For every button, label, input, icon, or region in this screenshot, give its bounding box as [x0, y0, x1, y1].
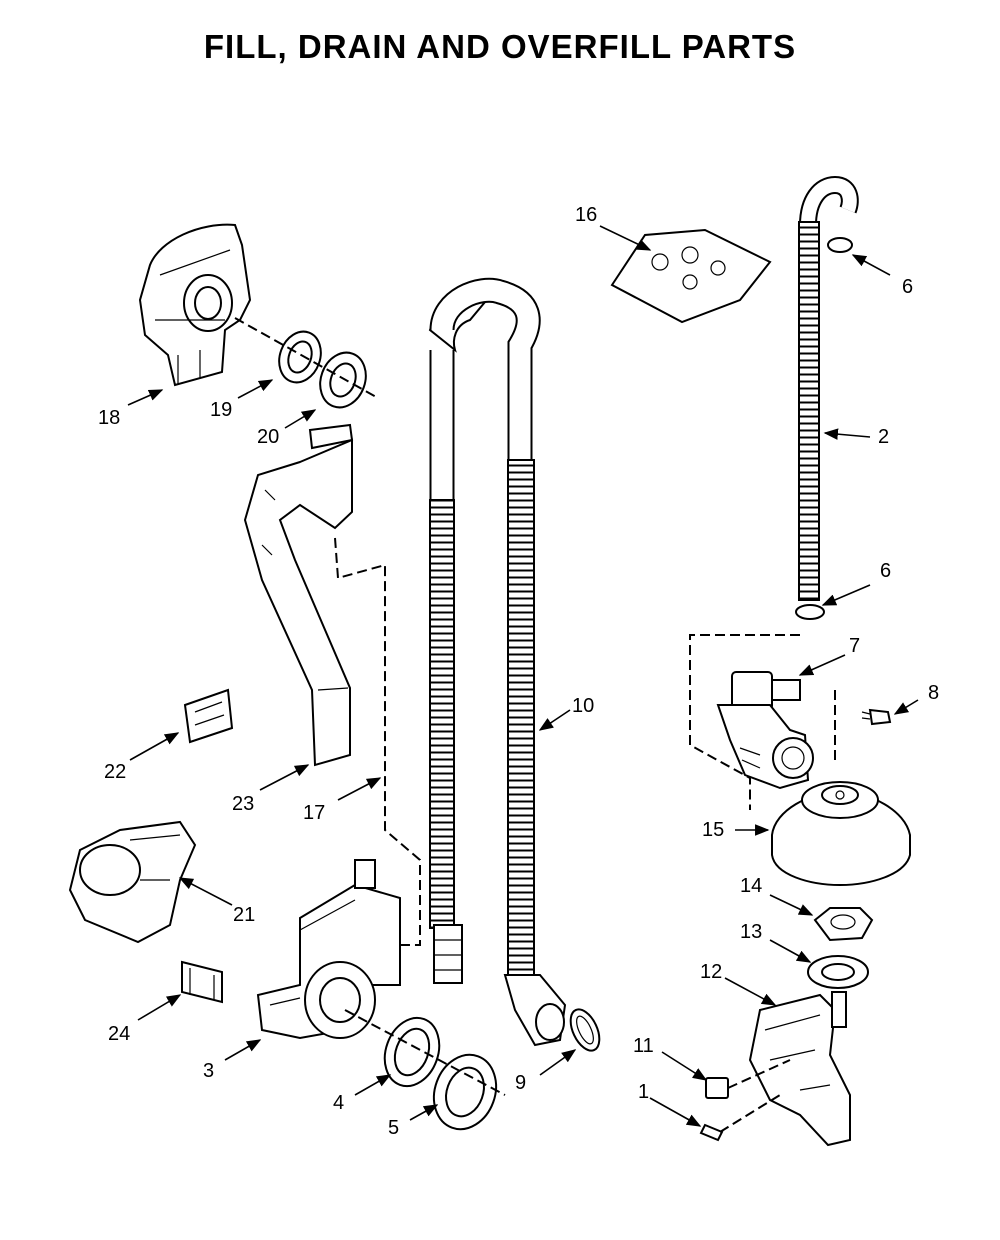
part-1-screw — [699, 1094, 781, 1142]
part-7-inlet-valve — [716, 671, 814, 790]
part-19-gasket — [278, 330, 322, 384]
alignment-line-18-20 — [234, 317, 379, 399]
callout-7: 7 — [849, 635, 860, 657]
diagram-title: FILL, DRAIN AND OVERFILL PARTS — [203, 28, 797, 65]
part-20-nut-ring — [319, 351, 367, 409]
part-13-gasket — [807, 955, 869, 989]
part-9-clamp — [569, 1008, 601, 1052]
part-11-switch — [705, 1059, 791, 1099]
callout-8: 8 — [928, 682, 939, 704]
part-22-clip — [183, 688, 234, 744]
part-6-clamp-bottom — [795, 604, 825, 620]
part-5-ring — [432, 1053, 498, 1131]
callout-12: 12 — [700, 961, 722, 983]
callout-6-bottom: 6 — [880, 560, 891, 582]
part-12-switch-bracket — [748, 991, 851, 1147]
leader-lines — [127, 225, 919, 1127]
callout-18: 18 — [98, 407, 120, 429]
callout-22: 22 — [104, 761, 126, 783]
part-16-packet — [610, 228, 772, 324]
callout-6-top: 6 — [902, 276, 913, 298]
alignment-line-3-5 — [344, 1009, 506, 1096]
callout-24: 24 — [108, 1023, 130, 1045]
valve-connection-line — [689, 634, 800, 810]
callout-15: 15 — [702, 819, 724, 841]
callout-4: 4 — [333, 1092, 344, 1114]
part-21-drain-pump — [68, 820, 197, 944]
part-10-drain-hose — [428, 277, 567, 1047]
callout-labels: 16 6 2 6 7 8 10 15 14 13 12 11 1 18 19 2… — [98, 204, 939, 1139]
part-23-duct — [243, 423, 354, 767]
callout-23: 23 — [232, 793, 254, 815]
callout-1: 1 — [638, 1081, 649, 1103]
callout-13: 13 — [740, 921, 762, 943]
part-3-sump-housing — [256, 859, 401, 1040]
callout-19: 19 — [210, 399, 232, 421]
callout-17: 17 — [303, 802, 325, 824]
callout-20: 20 — [257, 426, 279, 448]
callout-5: 5 — [388, 1117, 399, 1139]
part-24-clip — [181, 960, 223, 1004]
part-4-gasket — [383, 1016, 441, 1088]
part-17-harness-line — [334, 537, 421, 946]
callout-14: 14 — [740, 875, 762, 897]
part-18-pump-housing — [138, 223, 252, 387]
callout-10: 10 — [572, 695, 594, 717]
part-6-clamp-top — [827, 237, 853, 253]
callout-11: 11 — [633, 1035, 654, 1057]
callout-2: 2 — [878, 426, 889, 448]
callout-16: 16 — [575, 204, 597, 226]
part-15-float — [771, 781, 911, 887]
callout-3: 3 — [203, 1060, 214, 1082]
part-2-fill-hose — [798, 175, 859, 601]
part-8-screw — [861, 708, 892, 726]
callout-21: 21 — [233, 904, 255, 926]
callout-9: 9 — [515, 1072, 526, 1094]
part-14-nut — [813, 907, 874, 942]
